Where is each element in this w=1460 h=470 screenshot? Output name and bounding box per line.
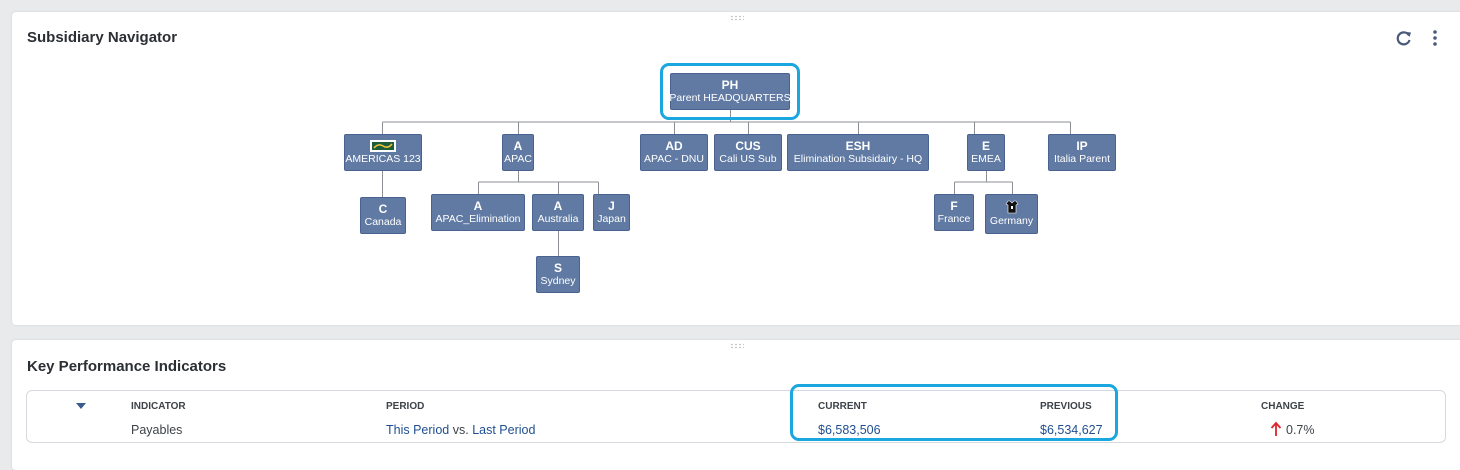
node-code: CUS (735, 139, 761, 153)
node-apac-dnu[interactable]: AD APAC - DNU (640, 134, 708, 171)
node-code: AD (665, 139, 683, 153)
node-emea[interactable]: E EMEA (967, 134, 1005, 171)
header-current[interactable]: CURRENT (818, 401, 867, 412)
node-italia-parent[interactable]: IP Italia Parent (1048, 134, 1116, 171)
node-name: Germany (989, 215, 1034, 227)
this-period-link[interactable]: This Period (386, 423, 450, 437)
kpi-portlet: Key Performance Indicators INDICATOR PER… (12, 340, 1460, 470)
node-apac-elimination[interactable]: A APAC_Elimination (431, 194, 525, 231)
node-code: A (473, 199, 483, 213)
node-name: APAC (504, 153, 532, 165)
node-parent-headquarters[interactable]: PH Parent HEADQUARTERS (669, 73, 791, 110)
tree-connectors (382, 110, 1071, 256)
node-name: Canada (364, 216, 402, 228)
header-period[interactable]: PERIOD (386, 401, 425, 412)
node-name: APAC_Elimination (435, 213, 521, 225)
last-period-link[interactable]: Last Period (472, 423, 536, 437)
kpi-table: INDICATOR PERIOD CURRENT PREVIOUS CHANGE… (26, 390, 1446, 443)
node-code: J (608, 199, 615, 213)
node-name: EMEA (971, 153, 1001, 165)
node-name: Australia (537, 213, 579, 225)
drag-handle[interactable] (730, 343, 744, 349)
arrow-up-icon (1270, 421, 1282, 436)
node-code: PH (721, 78, 739, 92)
athletics-logo-icon (370, 139, 396, 152)
node-apac[interactable]: A APAC (502, 134, 534, 171)
node-france[interactable]: F France (934, 194, 974, 231)
period-vs-label: vs. (452, 423, 469, 437)
node-name: Parent HEADQUARTERS (669, 92, 791, 104)
header-previous[interactable]: PREVIOUS (1040, 401, 1092, 412)
more-options-icon[interactable] (1430, 28, 1440, 48)
node-name: Sydney (540, 275, 576, 287)
header-indicator[interactable]: INDICATOR (131, 401, 186, 412)
current-value-link[interactable]: $6,583,506 (818, 423, 881, 437)
cell-change: 0.7% (1286, 423, 1315, 437)
node-name: AMERICAS 123 (345, 152, 421, 165)
drag-handle[interactable] (730, 15, 744, 21)
node-code: IP (1076, 139, 1088, 153)
cell-period: This Period vs. Last Period (386, 423, 535, 437)
chevron-down-icon[interactable] (76, 403, 86, 409)
node-code: E (981, 139, 990, 153)
node-code: A (553, 199, 563, 213)
node-code: A (513, 139, 523, 153)
selection-highlight (790, 384, 1118, 441)
node-sydney[interactable]: S Sydney (536, 256, 580, 293)
subsidiary-navigator-portlet: Subsidiary Navigator (12, 12, 1460, 325)
refresh-icon[interactable] (1395, 29, 1413, 47)
node-name: APAC - DNU (644, 153, 704, 165)
node-name: Italia Parent (1053, 153, 1111, 165)
node-code: ESH (845, 139, 871, 153)
node-cali-us-sub[interactable]: CUS Cali US Sub (714, 134, 782, 171)
node-name: Cali US Sub (719, 153, 777, 165)
jersey-logo-icon (1005, 200, 1018, 214)
selection-highlight (660, 63, 800, 120)
node-name: France (937, 213, 971, 225)
node-canada[interactable]: C Canada (360, 197, 406, 234)
portlet-title: Subsidiary Navigator (27, 29, 178, 46)
node-code: C (378, 202, 388, 216)
node-name: Elimination Subsidairy - HQ (793, 153, 923, 165)
header-change[interactable]: CHANGE (1261, 401, 1305, 412)
previous-value-link[interactable]: $6,534,627 (1040, 423, 1103, 437)
node-japan[interactable]: J Japan (593, 194, 630, 231)
node-name: Japan (597, 213, 626, 225)
node-code: S (553, 261, 562, 275)
node-elimination-subsidiary-hq[interactable]: ESH Elimination Subsidairy - HQ (787, 134, 929, 171)
cell-indicator: Payables (131, 423, 183, 437)
node-code: F (950, 199, 958, 213)
node-americas-123[interactable]: AMERICAS 123 (344, 134, 422, 171)
node-germany[interactable]: Germany (985, 194, 1038, 234)
portlet-title: Key Performance Indicators (27, 358, 227, 375)
node-australia[interactable]: A Australia (532, 194, 584, 231)
